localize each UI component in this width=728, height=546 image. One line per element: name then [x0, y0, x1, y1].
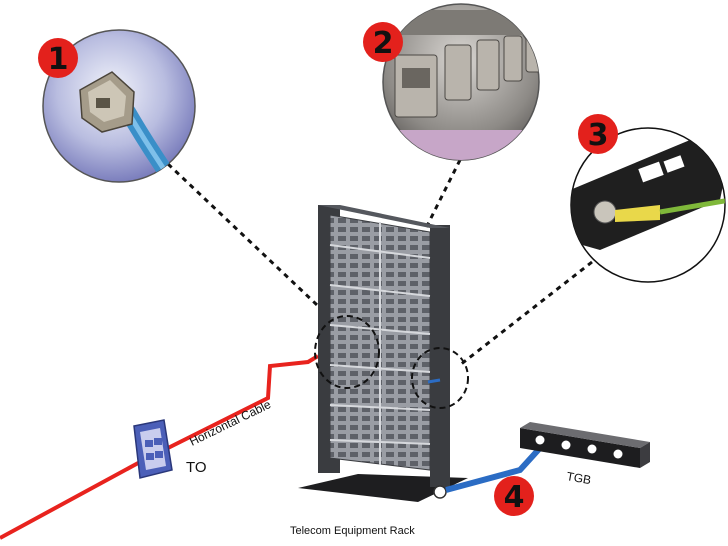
zoom-ring-panel: [314, 315, 380, 389]
to-label: TO: [186, 459, 207, 476]
telecom-equipment-rack: [298, 205, 468, 502]
leader-line-3: [459, 260, 593, 367]
telecom-outlet-icon: [133, 419, 173, 479]
ground-wire: [445, 445, 543, 493]
closeup-ground-lug: [570, 127, 726, 283]
leader-line-1: [166, 162, 337, 324]
badge-2-number: 2: [373, 26, 394, 61]
ground-busbar-icon: [520, 422, 650, 468]
rack-label: Telecom Equipment Rack: [290, 525, 415, 537]
ground-lug-closeup-icon: [571, 140, 725, 250]
badge-3-number: 3: [588, 118, 609, 153]
badge-4-number: 4: [504, 480, 525, 515]
tgb-label: TGB: [565, 469, 592, 487]
badge-3: 3: [578, 114, 618, 154]
closeup-jack: [42, 29, 196, 183]
zoom-ring-ground: [411, 347, 469, 409]
closeup-patch-panel: [382, 3, 540, 161]
badge-1-number: 1: [48, 42, 69, 77]
rack-ground-point: [433, 485, 447, 499]
rj45-jack-closeup-icon: [79, 71, 193, 182]
badge-2: 2: [363, 22, 403, 62]
badge-4: 4: [494, 476, 534, 516]
badge-1: 1: [38, 38, 78, 78]
leader-lines: [166, 159, 593, 367]
horizontal-cable-label: Horizontal Cable: [187, 397, 273, 449]
